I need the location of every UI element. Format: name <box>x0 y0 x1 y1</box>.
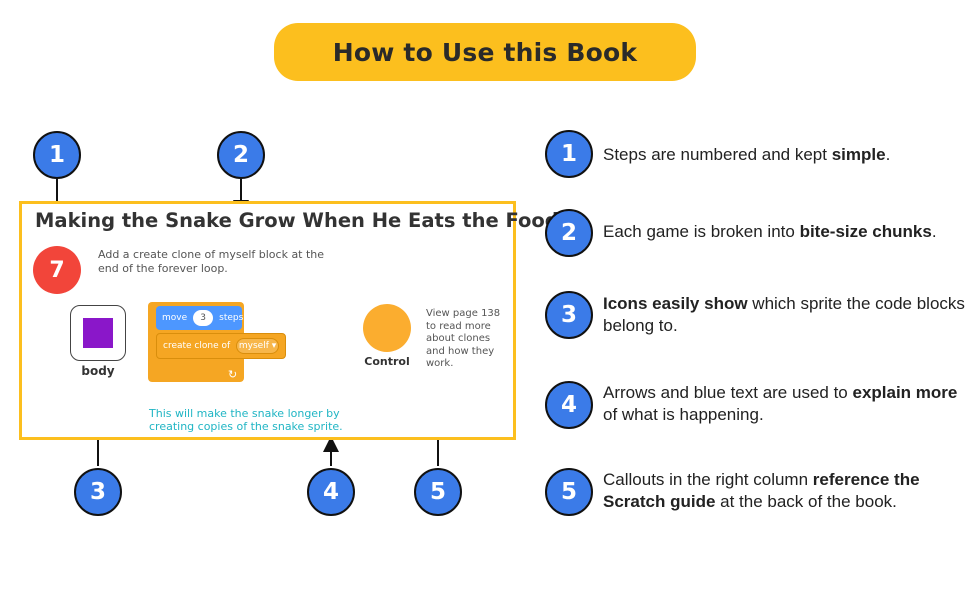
legend-5-end: at the back of the book. <box>715 492 897 511</box>
legend-4-end: of what is happening. <box>603 405 764 424</box>
legend-3-text: which sprite the code blocks belong to. <box>603 294 965 335</box>
clone-value: myself <box>238 341 269 351</box>
legend-badge-1: 1 <box>545 130 593 178</box>
blue-explanation-note: This will make the snake longer by creat… <box>149 407 343 433</box>
legend-item-5: Callouts in the right column reference t… <box>603 469 968 513</box>
legend-badge-5: 5 <box>545 468 593 516</box>
chevron-down-icon: ▾ <box>268 341 277 351</box>
legend-2-end: . <box>931 222 937 241</box>
legend-5-text: Callouts in the right column <box>603 470 813 489</box>
banner-title: How to Use this Book <box>332 37 638 67</box>
sprite-label: body <box>81 364 115 378</box>
legend-item-3: Icons easily show which sprite the code … <box>603 293 968 337</box>
legend-3-bold: Icons easily show <box>603 294 748 313</box>
badge-1: 1 <box>33 131 81 179</box>
legend-badge-4: 4 <box>545 381 593 429</box>
legend-1-bold: simple <box>831 145 886 164</box>
legend-4-bold: explain more <box>852 383 958 402</box>
legend-1-text: Steps are numbered and kept <box>603 145 832 164</box>
legend-badge-2: 2 <box>545 209 593 257</box>
control-category-icon <box>363 304 411 352</box>
legend-badge-3: 3 <box>545 291 593 339</box>
page-title: Making the Snake Grow When He Eats the F… <box>35 209 559 232</box>
legend-5-bold: reference the Scratch guide <box>603 470 920 511</box>
callout-text: View page 138 to read more about clones … <box>426 308 501 369</box>
legend-2-text: Each game is broken into <box>603 222 800 241</box>
title-banner: How to Use this Book <box>274 23 696 81</box>
move-label: move <box>162 313 188 323</box>
legend-4-text: Arrows and blue text are used to <box>603 383 853 402</box>
badge-5: 5 <box>414 468 462 516</box>
sprite-icon <box>83 318 113 348</box>
clone-target-dropdown: myself ▾ <box>236 338 279 354</box>
create-clone-block: create clone of myself ▾ <box>156 333 286 359</box>
move-block: move 3 steps <box>156 306 244 330</box>
badge-4: 4 <box>307 468 355 516</box>
steps-label: steps <box>219 313 244 323</box>
legend-1-end: . <box>885 145 891 164</box>
category-label: Control <box>364 355 410 368</box>
clone-label: create clone of <box>163 341 231 351</box>
step-number-badge: 7 <box>33 246 81 294</box>
badge-2: 2 <box>217 131 265 179</box>
code-blocks: ↻ move 3 steps create clone of myself ▾ <box>148 298 296 384</box>
sprite-icon-card <box>70 305 126 361</box>
step-instruction: Add a create clone of myself block at th… <box>98 248 325 275</box>
legend-2-bold: bite-size chunks <box>799 222 932 241</box>
legend-item-4: Arrows and blue text are used to explain… <box>603 382 968 426</box>
move-value: 3 <box>193 310 214 326</box>
legend-item-2: Each game is broken into bite-size chunk… <box>603 221 968 243</box>
badge-3: 3 <box>74 468 122 516</box>
loop-arrow-icon: ↻ <box>228 368 238 381</box>
legend-item-1: Steps are numbered and kept simple. <box>603 144 968 166</box>
